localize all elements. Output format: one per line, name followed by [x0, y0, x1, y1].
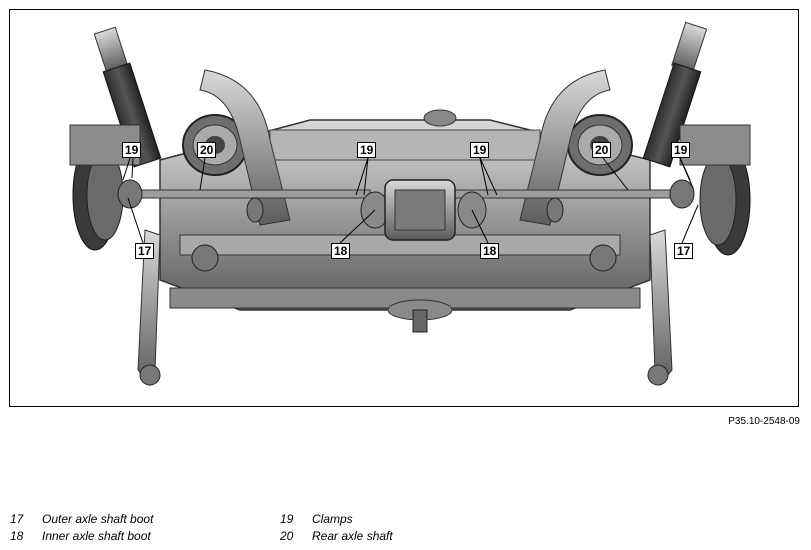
callout-19-clamps-inner-left: 19: [357, 142, 377, 158]
callout-18-inner-boot-left: 18: [331, 243, 351, 259]
callout-19-clamps-inner-right: 19: [470, 142, 490, 158]
upper-arm-left: [199, 69, 291, 226]
legend-number: 19: [280, 512, 294, 526]
callout-17-outer-boot-right: 17: [674, 243, 694, 259]
upper-arm-right: [519, 69, 611, 226]
callout-20-axle-shaft-left: 20: [197, 142, 217, 158]
differential: [384, 109, 457, 333]
callout-20-axle-shaft-right: 20: [592, 142, 612, 158]
shock-absorber-left: [93, 26, 162, 168]
rear-axle-illustration: [69, 21, 751, 387]
legend-text: Clamps: [312, 512, 353, 526]
lower-arm-left-bushing: [139, 364, 161, 386]
lower-arm-right: [649, 229, 673, 387]
legend-text: Outer axle shaft boot: [42, 512, 154, 526]
bushing-right: [589, 244, 617, 272]
callout-17-outer-boot-left: 17: [135, 243, 155, 259]
legend-number: 20: [280, 529, 294, 543]
leader-lines: [122, 157, 699, 244]
callout-18-inner-boot-right: 18: [480, 243, 500, 259]
shock-absorber-right: [642, 21, 708, 168]
bushing-left: [191, 244, 219, 272]
diagram-frame: 19 20 19 19 20 19 17 18 18 17: [9, 9, 799, 407]
legend-number: 17: [10, 512, 24, 526]
figure-code: P35.10-2548-09: [728, 416, 800, 427]
lower-arm-right-bushing: [647, 364, 669, 386]
brake-disc-left: [69, 124, 141, 251]
legend-text: Inner axle shaft boot: [42, 529, 151, 543]
legend-text: Rear axle shaft: [312, 529, 393, 543]
legend-number: 18: [10, 529, 24, 543]
callout-19-clamps-left: 19: [122, 142, 142, 158]
callout-19-clamps-right: 19: [671, 142, 691, 158]
